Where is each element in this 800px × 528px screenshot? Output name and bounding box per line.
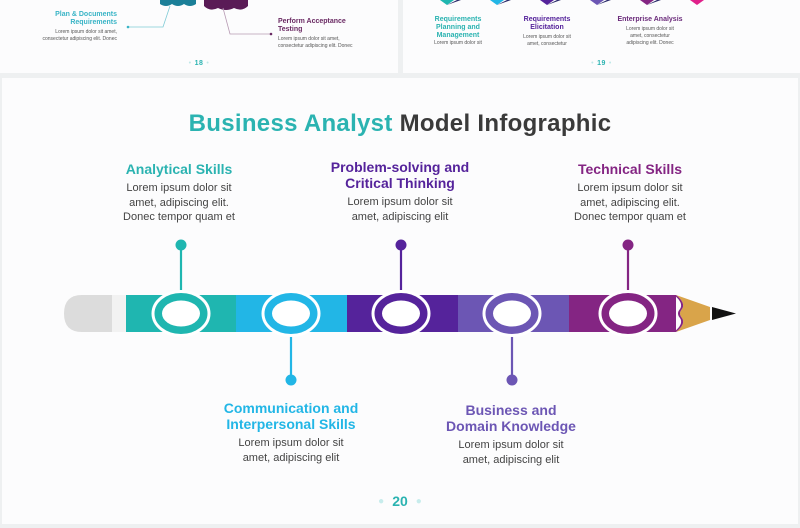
timeline-node-problem-solving-icon: [371, 239, 431, 337]
problem-solving-block: Problem-solving and Critical Thinking Lo…: [305, 159, 495, 224]
item-text: Lorem ipsum dolor sit amet, adipiscing e…: [123, 182, 235, 223]
item-title: Planning and: [436, 24, 480, 31]
pencil-tip-icon: [674, 295, 736, 332]
item-title: Business and: [465, 402, 557, 418]
page-number: •18•: [188, 60, 210, 67]
page-number: ●20●: [378, 493, 422, 509]
item-text: Lorem ipsum dolor sit: [626, 26, 674, 32]
item-title: Requirements: [434, 16, 482, 23]
timeline-node-analytical-icon: [151, 239, 211, 337]
title-accent: Business Analyst: [188, 110, 393, 137]
item-title: Communication and: [223, 400, 359, 416]
item-text: consectetur adipiscing elit. Donec: [42, 36, 118, 42]
diamond-markers-icon: [440, 0, 704, 5]
plan-documents-block: Plan & Documents Requirements Lorem ipsu…: [20, 11, 118, 43]
item-text: Lorem ipsum dolor sit amet, adipiscing e…: [347, 196, 453, 223]
slide-20-main: Business Analyst Model Infographic Analy…: [2, 78, 798, 524]
pencil-eraser-icon: [64, 295, 126, 332]
item-title: Testing: [278, 26, 303, 33]
domain-knowledge-block: Business and Domain Knowledge Lorem ipsu…: [416, 402, 606, 467]
requirements-elicitation-block: Requirements Elicitation Lorem ipsum dol…: [510, 16, 584, 48]
enterprise-analysis-block: Enterprise Analysis Lorem ipsum dolor si…: [608, 16, 692, 47]
item-title: Domain Knowledge: [446, 418, 576, 434]
item-title: Analytical Skills: [125, 161, 233, 177]
slide-title: Business Analyst Model Infographic: [2, 110, 798, 138]
item-text: Lorem ipsum dolor sit: [523, 34, 571, 40]
item-title: Problem-solving and: [330, 159, 470, 175]
page-number: •19•: [591, 60, 612, 67]
item-title: Elicitation: [530, 24, 564, 31]
title-rest: Model Infographic: [399, 110, 612, 137]
item-title: Requirements: [523, 16, 571, 23]
item-title: Requirements: [70, 19, 117, 26]
pencil-timeline: [64, 239, 736, 386]
technical-skills-block: Technical Skills Lorem ipsum dolor sit a…: [550, 161, 710, 225]
analytical-skills-block: Analytical Skills Lorem ipsum dolor sit …: [99, 161, 259, 225]
item-title: Plan & Documents: [55, 11, 117, 18]
item-text: adipiscing elit. Donec: [626, 40, 674, 46]
timeline-node-domain-knowledge-icon: [482, 290, 542, 386]
item-text: Lorem ipsum dolor sit amet, adipiscing e…: [574, 182, 686, 223]
item-text: Lorem ipsum dolor sit amet, adipiscing e…: [458, 439, 564, 466]
slide-thumbnail-19[interactable]: Requirements Planning and Management Lor…: [403, 0, 800, 73]
item-title: Enterprise Analysis: [617, 16, 683, 23]
acceptance-testing-block: Perform Acceptance Testing Lorem ipsum d…: [278, 18, 388, 50]
gears-illustration-icon: [126, 0, 273, 36]
item-text: amet, consectetur: [527, 41, 567, 47]
item-title: Critical Thinking: [345, 175, 455, 191]
item-title: Technical Skills: [577, 161, 682, 177]
item-text: amet, consectetur: [630, 33, 670, 39]
item-text: Lorem ipsum dolor sit amet, adipiscing e…: [238, 437, 344, 464]
communication-skills-block: Communication and Interpersonal Skills L…: [196, 400, 386, 465]
timeline-node-technical-icon: [598, 239, 658, 337]
slide-thumbnail-18[interactable]: Plan & Documents Requirements Lorem ipsu…: [0, 0, 398, 73]
item-title: Interpersonal Skills: [226, 416, 356, 432]
item-title: Perform Acceptance: [278, 18, 346, 25]
item-text: Lorem ipsum dolor sit amet,: [278, 36, 340, 42]
requirements-planning-block: Requirements Planning and Management Lor…: [421, 16, 495, 47]
timeline-node-communication-icon: [261, 290, 321, 386]
item-text: consectetur adipiscing elit. Donec: [278, 43, 353, 49]
item-text: Lorem ipsum dolor sit amet,: [55, 29, 117, 35]
item-title: Management: [436, 32, 480, 39]
item-text: Lorem ipsum dolor sit: [434, 40, 482, 46]
